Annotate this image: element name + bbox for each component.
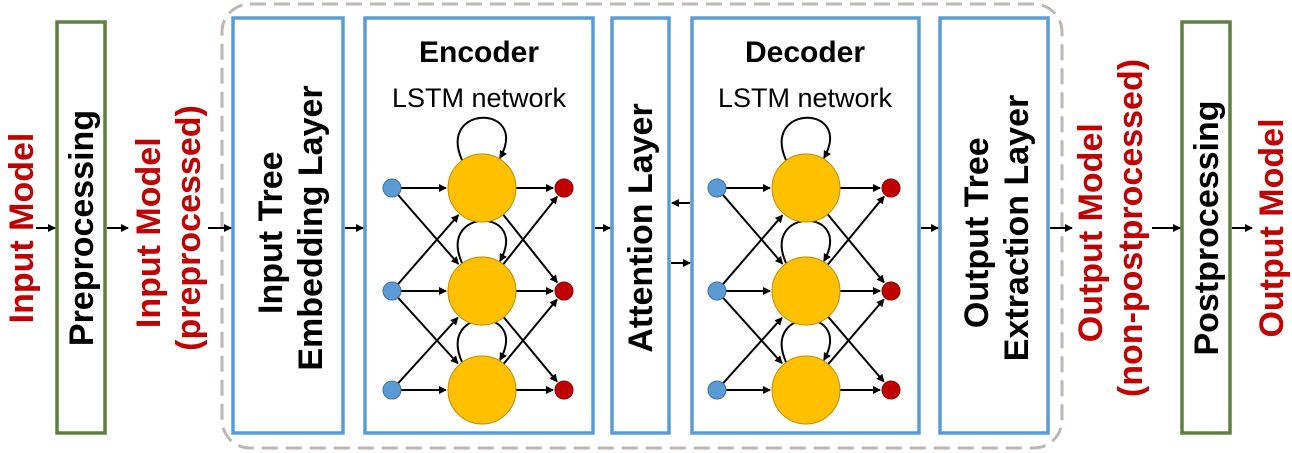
input-tree-embedding-line1: Input Tree xyxy=(252,151,290,313)
input-tree-embedding-line2: Embedding Layer xyxy=(292,85,330,370)
decoder-input-hidden-edge xyxy=(722,317,783,384)
encoder-hidden-output-edge xyxy=(502,298,558,365)
decoder-input-node xyxy=(707,380,727,400)
input-model-label: Input Model xyxy=(3,133,41,324)
encoder-hidden-output-edge xyxy=(502,316,558,383)
decoder-hidden-output-edge xyxy=(827,298,885,365)
encoder-hidden-node xyxy=(447,153,517,223)
output-tree-extraction-block: Output Tree Extraction Layer xyxy=(938,16,1050,435)
attention-layer-block: Attention Layer xyxy=(610,16,671,435)
encoder-input-node xyxy=(382,380,402,400)
encoder-hidden-output-edge xyxy=(502,195,558,266)
flow-arrows xyxy=(36,199,1253,267)
input-tree-embedding-block: Input Tree Embedding Layer xyxy=(231,16,345,435)
input-model-preprocessed-line1: Input Model xyxy=(130,137,168,328)
decoder-title: Decoder xyxy=(745,36,865,69)
svg-text:Input Tree Embedding L: Input Tree Embedding Layer xyxy=(252,85,330,370)
input-model-preprocessed-line2: (preprocessed) xyxy=(170,105,208,351)
encoder-output-node xyxy=(554,380,574,400)
encoder-hidden-node xyxy=(447,256,517,326)
encoder-hidden-node xyxy=(447,355,517,425)
attention-layer-label: Attention Layer xyxy=(622,103,660,352)
output-model-nonpost-line1: Output Model xyxy=(1072,123,1110,342)
output-model-nonpostprocessed-label: Output Model (non-postprocessed) xyxy=(1072,59,1150,397)
decoder-input-hidden-edge xyxy=(722,214,784,285)
encoder-block: Encoder LSTM network xyxy=(363,16,595,435)
decoder-output-node xyxy=(881,380,901,400)
decoder-hidden-output-edge xyxy=(826,213,885,284)
encoder-subtitle: LSTM network xyxy=(392,83,567,113)
output-model-label: Output Model xyxy=(1253,118,1291,337)
decoder-subtitle: LSTM network xyxy=(718,83,893,113)
encoder-recurrent-loop xyxy=(456,116,508,161)
svg-text:Output Tree Extraction: Output Tree Extraction Layer xyxy=(958,95,1036,361)
encoder-input-hidden-edge xyxy=(397,316,459,385)
encoder-input-hidden-edge xyxy=(397,194,460,265)
svg-text:Input Model (preprocesse: Input Model (preprocessed) xyxy=(130,105,208,351)
postprocessing-block: Postprocessing xyxy=(1180,20,1232,435)
output-tree-extraction-line2: Extraction Layer xyxy=(998,95,1036,361)
decoder-recurrent-loop xyxy=(780,116,832,161)
output-model-nonpost-line2: (non-postprocessed) xyxy=(1112,59,1150,397)
preprocessing-label: Preprocessing xyxy=(63,110,101,346)
decoder-input-node xyxy=(707,281,727,301)
encoder-input-hidden-edge xyxy=(397,296,459,365)
encoder-lstm-network xyxy=(382,116,574,425)
encoder-input-hidden-edge xyxy=(397,214,460,285)
svg-text:Output Model (non-postpr: Output Model (non-postprocessed) xyxy=(1072,59,1150,397)
encoder-output-node xyxy=(554,281,574,301)
model-boundary-dashed xyxy=(220,2,1064,450)
encoder-input-node xyxy=(382,281,402,301)
encoder-output-node xyxy=(554,178,574,198)
output-tree-extraction-line1: Output Tree xyxy=(958,137,996,328)
decoder-hidden-output-edge xyxy=(826,195,885,266)
postprocessing-label: Postprocessing xyxy=(1188,100,1226,355)
decoder-hidden-node xyxy=(771,153,841,223)
decoder-hidden-node xyxy=(771,355,841,425)
preprocessing-block: Preprocessing xyxy=(55,20,107,435)
encoder-input-node xyxy=(382,178,402,198)
decoder-block: Decoder LSTM network xyxy=(690,16,921,435)
encoder-hidden-output-edge xyxy=(502,213,558,284)
encoder-title: Encoder xyxy=(419,36,539,69)
decoder-hidden-node xyxy=(771,256,841,326)
input-model-preprocessed-label: Input Model (preprocessed) xyxy=(130,105,208,351)
decoder-output-node xyxy=(881,178,901,198)
decoder-hidden-output-edge xyxy=(827,316,885,383)
decoder-input-node xyxy=(707,178,727,198)
decoder-input-hidden-edge xyxy=(722,194,784,265)
decoder-output-node xyxy=(881,281,901,301)
decoder-input-hidden-edge xyxy=(722,297,783,364)
decoder-lstm-network xyxy=(707,116,901,425)
